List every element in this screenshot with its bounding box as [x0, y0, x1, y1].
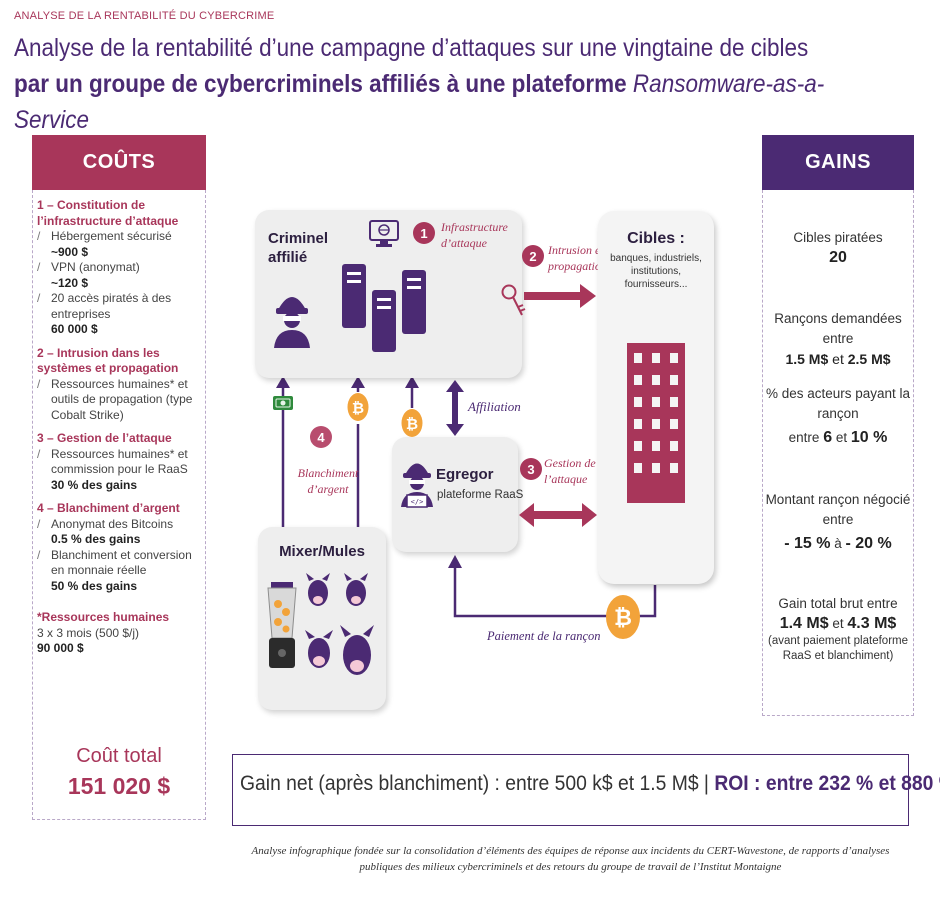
roi-summary: Gain net (après blanchiment) : entre 500…	[240, 772, 940, 796]
cost-amount: 30 % des gains	[51, 477, 138, 492]
cost-section-4-title: 4 – Blanchiment d’argent	[37, 501, 180, 515]
bitcoin-icon: ₿	[401, 409, 423, 437]
mixer-label: Mixer/Mules	[279, 543, 365, 560]
cost-amount: ~120 $	[51, 275, 89, 290]
blender-icon	[267, 582, 297, 668]
step-1-badge: 1	[413, 222, 435, 244]
egregor-subtitle: plateforme RaaS	[437, 489, 524, 501]
costs-box	[32, 190, 206, 820]
cost-section-2-title: 2 – Intrusion dans les systèmes et propa…	[37, 345, 179, 376]
affiliation-arrow	[446, 380, 464, 436]
roi-text: ROI : entre 232 % et 880 %	[714, 772, 940, 795]
key-icon	[501, 284, 526, 316]
total-cost-label: Coût total	[76, 745, 162, 767]
total-cost-value: 151 020 $	[67, 773, 171, 799]
step-2-badge: 2	[522, 245, 544, 267]
gain-hacked: Cibles piratées 20	[793, 230, 883, 266]
step-4-label: Blanchiment d’argent	[297, 466, 359, 496]
hr-amount: 90 000 $	[37, 641, 84, 655]
cost-section-3-title: 3 – Gestion de l’attaque	[37, 431, 172, 445]
cost-item: /20 accès piratés à des entreprises	[37, 291, 172, 321]
cost-item: /Ressources humaines* et commission pour…	[37, 446, 188, 477]
attack-management-arrow	[519, 503, 597, 527]
net-gain-text: Gain net (après blanchiment) : entre 500…	[240, 772, 715, 795]
step-1-label: Infrastructure d’attaque	[441, 220, 508, 250]
title-part1: Analyse de la rentabilité d’une campagne…	[14, 34, 809, 62]
costs-list: 1 – Constitution de l’infrastructure d’a…	[37, 198, 205, 657]
kicker: ANALYSE DE LA RENTABILITÉ DU CYBERCRIME	[14, 10, 275, 22]
servers-icon	[342, 264, 426, 352]
cost-section-1-title: 1 – Constitution de l’infrastructure d’a…	[37, 198, 179, 228]
criminal-label: Criminel affilié	[268, 230, 329, 266]
step-2-label: Intrusion et propagation	[548, 243, 607, 273]
cost-amount: 0.5 % des gains	[51, 532, 141, 546]
svg-text:₿: ₿	[614, 606, 632, 631]
gains-header: GAINS	[762, 135, 914, 190]
footnote: Analyse infographique fondée sur la cons…	[251, 845, 890, 873]
cost-item: /VPN (anonymat)	[37, 260, 140, 274]
payment-label: Paiement de la rançon	[487, 629, 601, 643]
costs-header: COÛTS	[32, 135, 206, 190]
svg-text:₿: ₿	[352, 399, 364, 417]
bitcoin-icon: ₿	[347, 393, 369, 421]
affiliation-label: Affiliation	[468, 399, 521, 414]
svg-text:</>: </>	[411, 498, 424, 506]
cost-amount: ~900 $	[51, 244, 89, 259]
building-icon	[627, 343, 685, 503]
gains-box	[762, 190, 914, 716]
monitor-globe-icon	[369, 220, 399, 247]
hacker-icon	[274, 297, 310, 348]
svg-text:₿: ₿	[406, 415, 418, 433]
hacker-laptop-icon: </>	[401, 463, 433, 508]
cost-item: /Blanchiment et conversion en monnaie ré…	[37, 547, 192, 578]
step-3-label: Gestion de l’attaque	[544, 456, 596, 486]
payment-bitcoin-icon: ₿	[606, 595, 640, 639]
mules-icon	[305, 573, 374, 675]
targets-description: banques, industriels, institutions, four…	[610, 253, 702, 290]
step-3-badge: 3	[520, 458, 542, 480]
gain-negotiated: Montant rançon négocié entre - 15 % à - …	[765, 492, 911, 552]
cash-icon	[273, 396, 293, 410]
gain-paying: % des acteurs payant la rançon entre 6 e…	[765, 386, 911, 446]
egregor-title: Egregor	[436, 466, 494, 483]
intrusion-arrow	[524, 284, 596, 308]
title-bold: par un groupe de cybercriminels affiliés…	[14, 70, 627, 98]
hr-title: *Ressources humaines	[37, 610, 170, 624]
cost-item: /Hébergement sécurisé	[37, 229, 172, 243]
hr-detail: 3 x 3 mois (500 $/j)	[37, 625, 140, 640]
cost-item: /Anonymat des Bitcoins	[37, 516, 174, 531]
cost-amount: 60 000 $	[51, 322, 98, 336]
gain-gross: Gain total brut entre 1.4 M$ et 4.3 M$ (…	[768, 596, 908, 662]
cost-amount: 50 % des gains	[51, 578, 138, 593]
targets-title: Cibles :	[627, 230, 685, 247]
step-4-badge: 4	[310, 426, 332, 448]
cost-item: /Ressources humaines* et outils de propa…	[37, 376, 193, 422]
gain-ransom: Rançons demandées entre 1.5 M$ et 2.5 M$	[774, 311, 902, 367]
title-italic: Ransomware-as-a-Service	[14, 70, 825, 134]
roi-box	[232, 754, 909, 826]
page-title: Analyse de la rentabilité d’une campagne…	[14, 30, 833, 138]
